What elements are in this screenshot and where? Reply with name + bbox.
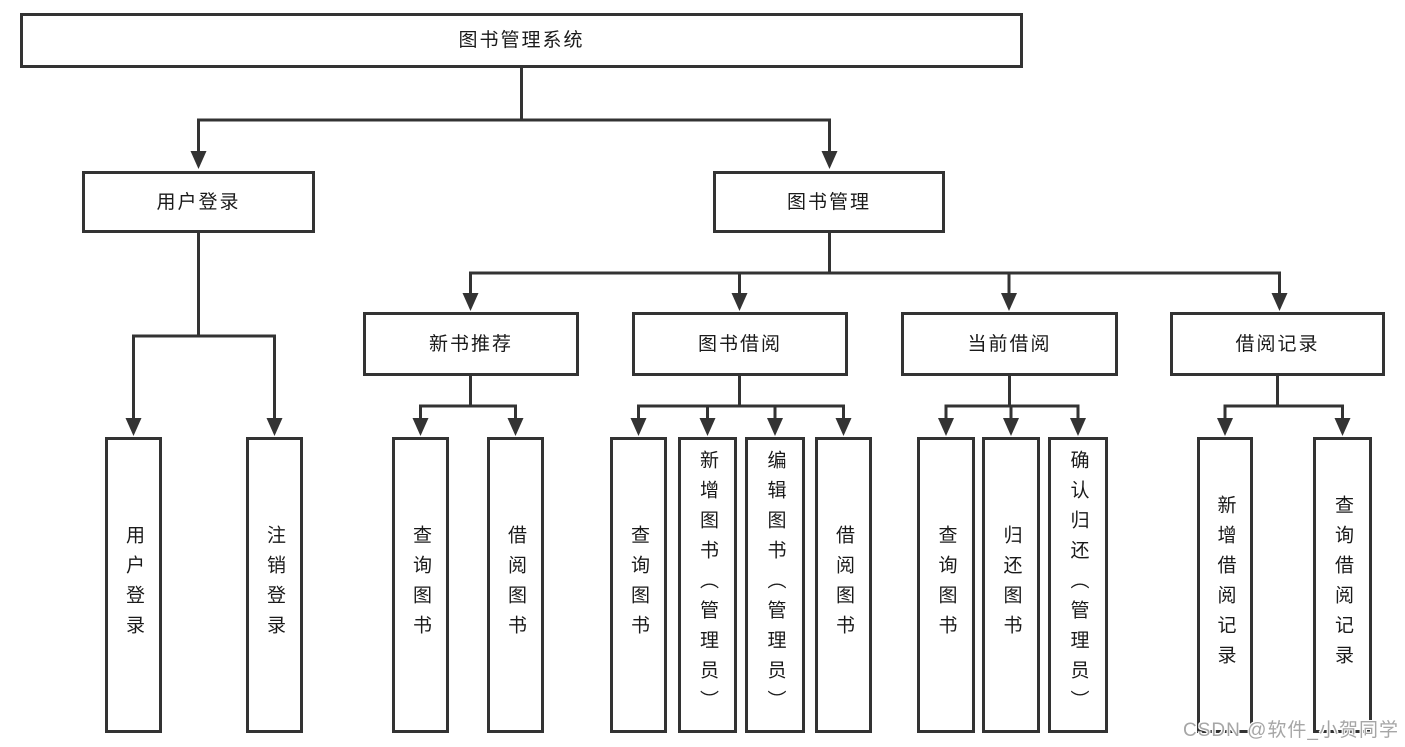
wire-root-split [197, 118, 831, 154]
leaf-borrow-book-b: 借阅图书 [815, 437, 872, 733]
leaf-borrow-book-a-label: 借阅图书 [505, 525, 526, 645]
leaf-logout: 注销登录 [246, 437, 303, 733]
csdn-watermark: CSDN @软件_小贺同学 [1183, 720, 1399, 741]
node-root-label: 图书管理系统 [458, 30, 585, 51]
leaf-return-book-label: 归还图书 [1000, 525, 1022, 645]
arrow-down-icon [767, 418, 783, 436]
leaf-query-book-a: 查询图书 [392, 437, 449, 733]
arrow-down-icon [507, 418, 524, 436]
node-borrow-record-label: 借阅记录 [1235, 333, 1320, 355]
wire-new-book-rec-split [419, 404, 517, 421]
arrow-down-icon [1070, 418, 1086, 436]
leaf-query-record: 查询借阅记录 [1313, 437, 1372, 733]
leaf-query-book-a-label: 查询图书 [410, 525, 431, 645]
leaf-borrow-book-b-label: 借阅图书 [833, 525, 854, 645]
leaf-logout-label: 注销登录 [264, 525, 285, 645]
wire-user-login-split [132, 334, 276, 421]
leaf-add-book: 新增图书（管理员） [678, 437, 737, 733]
node-book-borrow: 图书借阅 [632, 312, 848, 376]
leaf-confirm-return-label: 确认归还（管理员） [1067, 450, 1089, 720]
leaf-edit-book-label: 编辑图书（管理员） [764, 450, 786, 720]
node-user-login: 用户登录 [82, 171, 315, 233]
arrow-down-icon [125, 418, 142, 436]
node-current-borrow: 当前借阅 [901, 312, 1118, 376]
arrow-down-icon [699, 418, 716, 436]
leaf-add-book-label: 新增图书（管理员） [697, 450, 718, 720]
leaf-query-book-b: 查询图书 [610, 437, 667, 733]
leaf-confirm-return: 确认归还（管理员） [1048, 437, 1108, 733]
arrow-down-icon [821, 151, 838, 169]
arrow-down-icon [462, 293, 479, 311]
node-borrow-record: 借阅记录 [1170, 312, 1385, 376]
node-book-mgmt: 图书管理 [713, 171, 945, 233]
leaf-return-book: 归还图书 [982, 437, 1040, 733]
leaf-add-record: 新增借阅记录 [1197, 437, 1253, 733]
arrow-down-icon [412, 418, 429, 436]
leaf-edit-book: 编辑图书（管理员） [745, 437, 805, 733]
leaf-query-record-label: 查询借阅记录 [1332, 495, 1353, 675]
arrow-down-icon [1217, 418, 1233, 436]
node-root: 图书管理系统 [20, 13, 1023, 68]
arrow-down-icon [938, 418, 954, 436]
wire-book-borrow-split [637, 404, 845, 421]
leaf-query-book-c: 查询图书 [917, 437, 975, 733]
leaf-add-record-label: 新增借阅记录 [1214, 495, 1236, 675]
arrow-down-icon [266, 418, 283, 436]
arrow-down-icon [630, 418, 647, 436]
arrow-down-icon [1003, 418, 1019, 436]
node-new-book-rec-label: 新书推荐 [428, 333, 513, 355]
arrow-down-icon [835, 418, 852, 436]
leaf-query-book-b-label: 查询图书 [628, 525, 649, 645]
arrow-down-icon [1334, 418, 1351, 436]
arrowheads [125, 151, 1351, 436]
arrow-down-icon [731, 293, 748, 311]
node-book-mgmt-label: 图书管理 [786, 191, 871, 213]
arrow-down-icon [1271, 293, 1288, 311]
wire-book-mgmt-split [469, 271, 1281, 298]
leaf-query-book-c-label: 查询图书 [935, 525, 957, 645]
arrow-down-icon [190, 151, 207, 169]
node-user-login-label: 用户登录 [156, 191, 241, 213]
node-new-book-rec: 新书推荐 [363, 312, 579, 376]
leaf-user-login: 用户登录 [105, 437, 162, 733]
wire-borrow-record-split [1223, 404, 1344, 421]
node-book-borrow-label: 图书借阅 [697, 333, 782, 355]
leaf-borrow-book-a: 借阅图书 [487, 437, 544, 733]
leaf-user-login-label: 用户登录 [123, 525, 144, 645]
arrow-down-icon [1001, 293, 1017, 311]
node-current-borrow-label: 当前借阅 [967, 333, 1052, 355]
